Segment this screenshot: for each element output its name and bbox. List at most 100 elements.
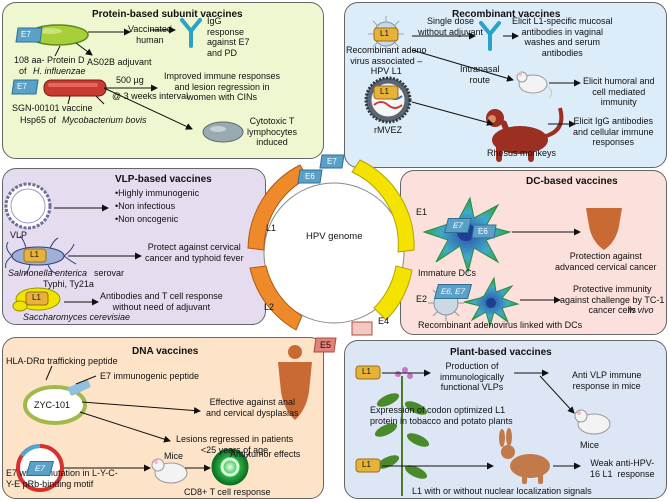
plant-panel <box>344 340 667 499</box>
vlp-bullet-noninfectious: •Non infectious <box>115 201 176 211</box>
l1-tag-recomb-b <box>373 85 399 100</box>
hsp65-species-label: Mycobacterium bovis <box>62 115 147 125</box>
e7-tag-protein-a <box>15 27 43 43</box>
l1-tag-label: L1 <box>380 29 389 38</box>
e7-tag-label: E7 <box>21 30 31 39</box>
intranasal-label: Intranasal route <box>460 64 500 85</box>
e1-gene-label: E1 <box>416 207 428 217</box>
dose-label: 500 µg <box>116 75 144 85</box>
body-silhouette-icon <box>586 208 622 250</box>
antibodies-tcell-label: Antibodies and T cell response without n… <box>100 291 223 312</box>
recomb-adenovirus-label: Recombinant adenovirus linked with DCs <box>418 320 583 330</box>
vlp-bullet-nononcogenic: •Non oncogenic <box>115 214 179 224</box>
l1-gene-label: L1 <box>266 223 277 233</box>
e7-peptide-label: E7 immunogenic peptide <box>100 371 200 381</box>
cd8-cell-icon <box>211 448 249 486</box>
mouse-icon <box>516 71 553 99</box>
e7-tag-protein-b <box>11 79 39 95</box>
hla-peptide-label: HLA-DRα trafficking peptide <box>6 356 118 366</box>
e7-gene-label: E7 <box>327 157 337 166</box>
sgn-vaccine-label: SGN-00101 vaccine <box>12 103 93 113</box>
protection-label: Protection against advanced cervical can… <box>555 251 657 272</box>
rabbit-icon <box>499 428 550 484</box>
l1-tag-label-6: L1 <box>362 460 371 469</box>
elicit-humoral-label: Elicit humoral and cell mediated immunit… <box>583 76 655 107</box>
l1-tag-label-4: L1 <box>32 293 41 302</box>
l2-gene-label: L2 <box>264 302 275 312</box>
salmonella-typhi-label: Typhi, Ty21a <box>43 279 94 289</box>
zyc-plasmid-icon <box>23 379 91 425</box>
improved-response-label: Improved immune responses and lesion reg… <box>164 71 281 102</box>
vlp-label: VLP <box>10 230 28 240</box>
mutation-label: E7 with a mutation in L-Y-C- Y-E pRb-bin… <box>6 468 118 489</box>
hpv-genome-label: HPV genome <box>306 231 363 242</box>
dendritic-cell-icon-small <box>463 276 520 328</box>
lesions-label: Lesions regressed in patients <25 years … <box>176 434 294 455</box>
hsp65-label: Hsp65 of <box>20 115 57 125</box>
cd8-label: CD8+ T cell response <box>184 487 271 497</box>
single-dose-label: Single dose without adjuvant <box>418 16 484 37</box>
igg-response-label: IgG response against E7 and PD <box>207 16 250 58</box>
mouse-icon-plant <box>574 409 611 435</box>
e5-gene-label: E5 <box>320 340 332 350</box>
dendritic-cell-icon <box>422 196 512 274</box>
e7-tag-dc: E7 <box>443 218 473 233</box>
salmonella-species-label: Salmonella enterica <box>8 268 88 278</box>
zyc-label: ZYC-101 <box>34 400 71 410</box>
elicit-mucosal-label: Elicit L1-specific mucosal antibodies in… <box>512 16 613 58</box>
protect-label: Protect against cervical cancer and typh… <box>145 242 244 263</box>
e7-tag-label-2: E7 <box>17 82 27 91</box>
e6e7-tag-dc: E6, E7 <box>433 284 473 299</box>
l1-tag-plant-b <box>355 458 381 473</box>
ctl-label: Cytotoxic T lymphocytes induced <box>247 116 298 147</box>
bacterium-icon <box>27 24 89 46</box>
saccharomyces-label: Saccharomyces cerevisiae <box>23 312 131 322</box>
e6-gene-label: E6 <box>305 172 315 181</box>
antitumor-label: Anti-tumor effects <box>230 449 301 459</box>
vaccinated-human-label: Vaccinated human <box>128 24 172 45</box>
rmvez-virus-icon <box>364 76 412 124</box>
anti-vlp-label: Anti VLP immune response in mice <box>572 370 642 391</box>
dc-panel-title: DC-based vaccines <box>526 176 618 187</box>
sgn-protein-icon <box>43 79 107 97</box>
protein-d-label: 108 aa- Protein D <box>14 55 85 65</box>
l1-tag-label-5: L1 <box>362 367 371 376</box>
vlp-particle-icon <box>4 182 52 230</box>
mice-label-plant: Mice <box>580 440 600 450</box>
dna-panel-title: DNA vaccines <box>132 346 199 357</box>
nls-label: L1 with or without nuclear localization … <box>412 486 592 496</box>
e7-tag-dna: E7 <box>25 461 55 476</box>
salmonella-serovar-label: serovar <box>94 268 125 278</box>
rhesus-label: Rhesus monkeys <box>487 148 557 158</box>
in-vivo-label: in vivo <box>628 305 654 315</box>
effective-label: Effective against anal and cervical dysp… <box>206 397 299 418</box>
plant-icon <box>374 367 430 496</box>
immature-dcs-label: Immature DCs <box>418 268 477 278</box>
elicit-igg-label: Elicit IgG antibodies and cellular immun… <box>573 116 654 147</box>
l1-tag-vlp-a <box>23 248 47 263</box>
expression-label: Expression of codon optimized L1 protein… <box>370 405 513 426</box>
vlp-panel-title: VLP-based vaccines <box>115 174 212 185</box>
protein-d-species-label: H. influenzae <box>33 66 86 76</box>
vlp-bullet-immunogenic: •Highly immunogenic <box>115 188 200 198</box>
aav-label: Recombinant adeno virus associated – HPV… <box>346 45 427 76</box>
l1-tag-label-3: L1 <box>30 250 39 259</box>
recombinant-panel-title: Recombinant vaccines <box>452 9 561 20</box>
protein-panel-title: Protein-based subunit vaccines <box>92 9 243 20</box>
l1-tag-label-2: L1 <box>380 87 389 96</box>
protective-immunity-label: Protective immunity against challenge by… <box>560 284 665 315</box>
protein-d-of-label: of <box>19 66 27 76</box>
e2-gene-label: E2 <box>416 294 428 304</box>
as02b-label: AS02B adjuvant <box>87 57 152 67</box>
e4-gene-label: E4 <box>378 316 390 326</box>
e6-tag-label: E6 <box>478 227 488 236</box>
l1-tag-recomb-a <box>373 27 399 42</box>
production-label: Production of immunologically functional… <box>440 361 505 392</box>
antibody-icon <box>180 18 202 48</box>
interval-label: @ 3 weeks interval <box>112 91 189 101</box>
mouse-icon-dna <box>151 458 188 484</box>
plant-panel-title: Plant-based vaccines <box>450 347 552 358</box>
e6-tag-dc <box>471 224 497 239</box>
weak-response-label: Weak anti-HPV- 16 L1 response <box>590 458 655 479</box>
